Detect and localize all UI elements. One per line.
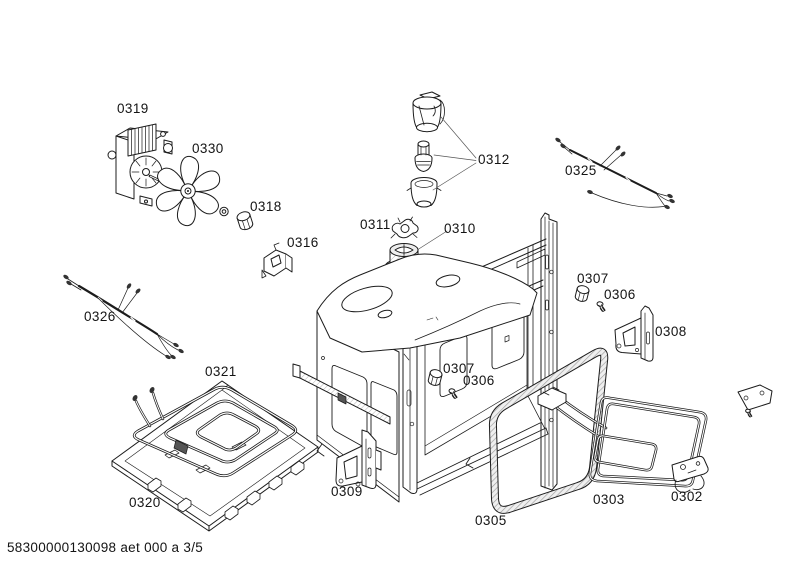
part-label-0325: 0325 — [565, 163, 597, 178]
fan-washer-drawing — [220, 207, 228, 215]
part-label-0318: 0318 — [250, 199, 282, 214]
part-label-0303: 0303 — [593, 492, 625, 507]
fan-impeller-drawing — [153, 152, 223, 230]
grill-element-drawing — [538, 385, 772, 486]
part-label-0330: 0330 — [192, 141, 224, 156]
part-label-0305: 0305 — [475, 513, 507, 528]
part-label-0306-mid: 0306 — [463, 373, 495, 388]
part-label-0302: 0302 — [671, 489, 703, 504]
part-label-0308: 0308 — [655, 324, 687, 339]
document-number: 58300000130098 aet 000 a 3/5 — [7, 540, 204, 555]
part-label-0320: 0320 — [129, 495, 161, 510]
part-label-0310: 0310 — [444, 221, 476, 236]
part-label-0306-right: 0306 — [604, 287, 636, 302]
harness-0326-drawing — [62, 273, 185, 361]
part-label-0307-mid: 0307 — [443, 361, 475, 376]
part-label-0321: 0321 — [205, 364, 237, 379]
part-label-0312: 0312 — [478, 152, 510, 167]
spacer-nut-right-drawing — [573, 283, 591, 304]
harness-0325-drawing — [554, 136, 676, 211]
bracket-0316-drawing — [262, 243, 292, 278]
lower-element-drawing — [132, 386, 295, 476]
part-label-0326: 0326 — [84, 309, 116, 324]
bracket-0308-drawing — [615, 306, 653, 361]
part-label-0309: 0309 — [331, 484, 363, 499]
part-label-0319: 0319 — [117, 101, 149, 116]
oven-cavity-drawing — [293, 213, 557, 502]
part-label-0316: 0316 — [287, 235, 319, 250]
fan-motor-drawing — [108, 124, 173, 206]
fan-nut-drawing — [236, 210, 254, 231]
clamp-0311-drawing — [391, 217, 418, 238]
part-label-0307-right: 0307 — [577, 271, 609, 286]
bottom-panel-drawing — [112, 381, 318, 531]
screw-right-drawing — [595, 300, 607, 313]
clip-0302-drawing — [672, 456, 708, 492]
door-gasket-drawing — [493, 352, 604, 510]
lamp-assembly-drawing — [407, 92, 476, 207]
bracket-0309-drawing — [336, 430, 381, 489]
part-label-0311: 0311 — [360, 217, 391, 232]
